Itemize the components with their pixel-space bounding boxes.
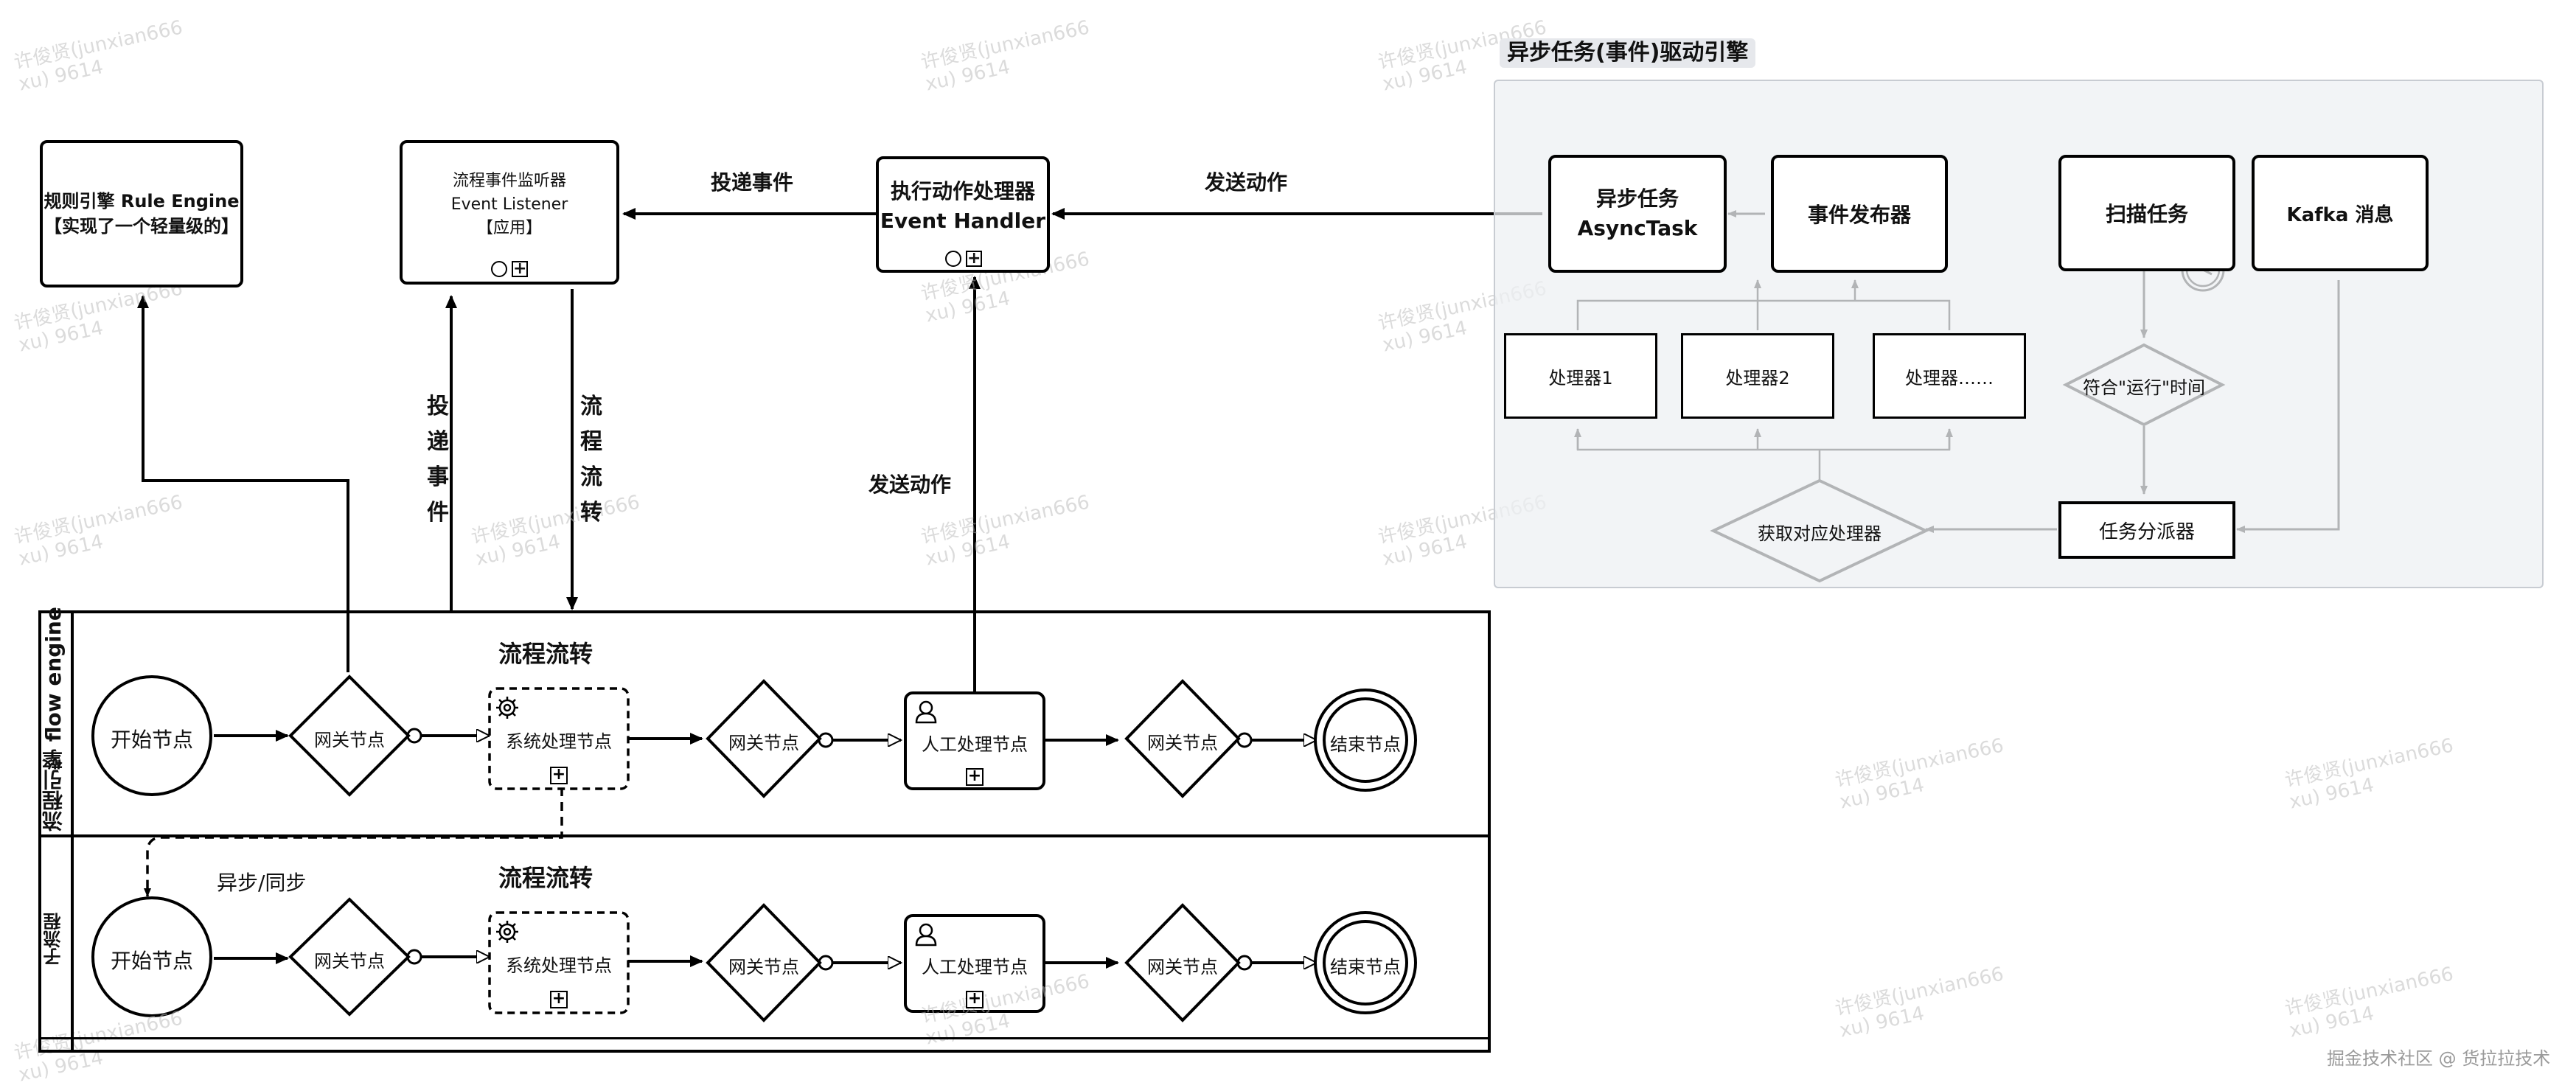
async-task-title: 异步任务 xyxy=(1595,187,1679,211)
start-node-label: 开始节点 xyxy=(110,728,193,752)
user-task xyxy=(904,691,1045,790)
lane-title: 流程流转 xyxy=(498,864,593,892)
async-task-name: AsyncTask xyxy=(1577,216,1698,240)
gateway xyxy=(706,903,822,1022)
system-task xyxy=(488,687,630,790)
end-node-label: 结束节点 xyxy=(1330,734,1401,755)
send-action-vertical-label: 发送动作 xyxy=(868,473,952,497)
gear-icon xyxy=(496,697,518,719)
lane-label-flow-engine: 流程引擎 flow engine xyxy=(41,607,66,832)
edge-async-sync xyxy=(144,787,563,897)
send-action-label: 发送动作 xyxy=(1205,170,1288,195)
kafka-label: Kafka 消息 xyxy=(2286,203,2394,226)
user-task-label: 人工处理节点 xyxy=(922,957,1028,977)
processor-n-box[interactable]: 处理器…… xyxy=(1873,333,2026,419)
event-publisher-label: 事件发布器 xyxy=(1807,203,1911,227)
processor-1-label: 处理器1 xyxy=(1548,367,1613,388)
gateway-label: 网关节点 xyxy=(728,733,799,753)
dispatcher-box[interactable]: 任务分派器 xyxy=(2058,501,2235,559)
gateway xyxy=(288,897,411,1017)
gateway-label: 网关节点 xyxy=(1147,733,1218,753)
end-node-label: 结束节点 xyxy=(1330,957,1401,977)
kafka-box[interactable]: Kafka 消息 xyxy=(2252,155,2429,271)
event-listener-name: Event Listener xyxy=(450,195,568,214)
loop-marker-icon xyxy=(945,251,961,267)
event-publisher-box[interactable]: 事件发布器 xyxy=(1771,155,1948,273)
gateway-label: 网关节点 xyxy=(1147,957,1218,977)
gateway-label: 网关节点 xyxy=(314,730,385,750)
scan-task-label: 扫描任务 xyxy=(2105,202,2188,226)
loop-marker-icon xyxy=(491,261,507,277)
subprocess-marker-icon: + xyxy=(966,991,984,1008)
subprocess-marker-icon: + xyxy=(550,991,568,1008)
gateway xyxy=(288,675,411,797)
gear-icon xyxy=(496,921,518,943)
event-listener-title: 流程事件监听器 xyxy=(452,172,566,190)
deliver-event-vertical-label: 投递事件 xyxy=(427,394,449,526)
start-event xyxy=(91,896,212,1017)
user-icon xyxy=(915,923,937,947)
end-event-inner xyxy=(1323,697,1408,783)
gateway-label: 网关节点 xyxy=(728,957,799,977)
subprocess-marker-icon: + xyxy=(550,767,568,784)
rule-engine-title: 规则引擎 Rule Engine xyxy=(43,191,240,212)
subprocess-marker-icon: + xyxy=(966,249,982,268)
gateway-label: 网关节点 xyxy=(314,951,385,972)
rule-engine-note: 【实现了一个轻量级的】 xyxy=(44,216,239,237)
deliver-event-label: 投递事件 xyxy=(711,170,794,195)
footer-credit: 掘金技术社区 @ 货拉拉技术 xyxy=(2327,1048,2551,1069)
flow-transfer-vertical-label: 流程流转 xyxy=(580,394,602,526)
system-task-label: 系统处理节点 xyxy=(506,731,612,752)
start-node-label: 开始节点 xyxy=(110,949,193,973)
user-icon xyxy=(915,700,937,724)
rule-engine-box[interactable]: 规则引擎 Rule Engine 【实现了一个轻量级的】 xyxy=(40,140,243,287)
gateway xyxy=(706,679,822,798)
dispatcher-label: 任务分派器 xyxy=(2098,520,2195,543)
lane-title: 流程流转 xyxy=(498,640,593,668)
system-task xyxy=(488,911,630,1014)
event-handler-box[interactable]: 执行动作处理器 Event Handler + xyxy=(876,156,1050,273)
lane-label-subprocess: 子流程 xyxy=(43,913,64,966)
event-handler-name: Event Handler xyxy=(880,209,1046,233)
async-engine-title: 异步任务(事件)驱动引擎 xyxy=(1500,38,1756,68)
scan-task-box[interactable]: 扫描任务 xyxy=(2058,155,2235,271)
processor-2-label: 处理器2 xyxy=(1725,367,1790,388)
processor-1-box[interactable]: 处理器1 xyxy=(1504,333,1657,419)
async-sync-label: 异步/同步 xyxy=(217,871,307,895)
edge-gateway-to-rule-engine xyxy=(137,295,349,672)
subprocess-marker-icon: + xyxy=(966,768,984,786)
system-task-label: 系统处理节点 xyxy=(506,955,612,976)
flow-engine-pool xyxy=(38,610,1491,1053)
user-task-label: 人工处理节点 xyxy=(922,734,1028,755)
async-task-box[interactable]: 异步任务 AsyncTask xyxy=(1548,155,1727,273)
subprocess-marker-icon: + xyxy=(512,259,528,278)
gateway xyxy=(1124,679,1241,798)
gateway xyxy=(1124,903,1241,1022)
end-event-inner xyxy=(1323,920,1408,1005)
get-processor-label: 获取对应处理器 xyxy=(1758,523,1881,544)
processor-n-label: 处理器…… xyxy=(1905,367,1994,388)
start-event xyxy=(91,675,212,796)
user-task xyxy=(904,914,1045,1013)
processor-2-box[interactable]: 处理器2 xyxy=(1681,333,1834,419)
runtime-check-label: 符合"运行"时间 xyxy=(2082,377,2206,398)
event-listener-note: 【应用】 xyxy=(476,219,542,237)
event-listener-box[interactable]: 流程事件监听器 Event Listener 【应用】 + xyxy=(400,140,619,285)
event-handler-title: 执行动作处理器 xyxy=(890,179,1035,203)
